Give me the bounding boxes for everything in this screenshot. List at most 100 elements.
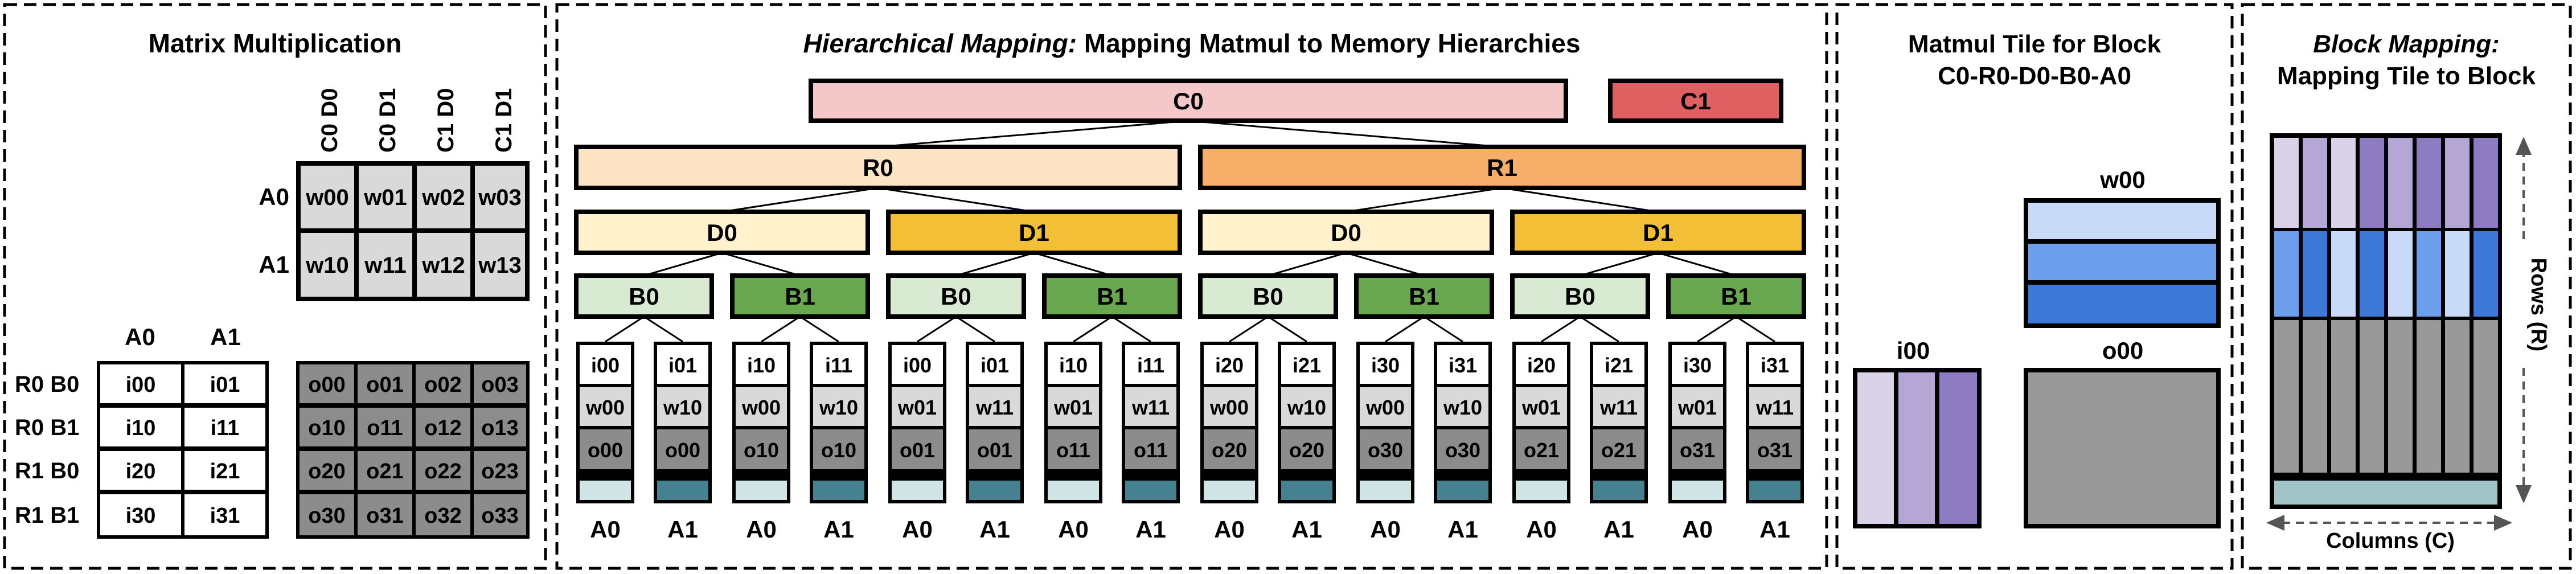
- weight-cell: [359, 166, 412, 228]
- tile-i-col: [1898, 372, 1935, 524]
- tile-weight-cell: [580, 387, 631, 426]
- level-b-node-label: B1: [1721, 283, 1751, 310]
- tile-w-row: [2028, 203, 2216, 239]
- level-r-node-box: [574, 145, 1182, 190]
- weight-cell: [301, 233, 354, 297]
- panel-frames: [3, 3, 2572, 570]
- tile-weight-cell: [1204, 387, 1255, 426]
- level-b-node-label: B0: [941, 283, 971, 310]
- block-output-column: [2274, 320, 2299, 473]
- block-input-column: [2360, 138, 2384, 228]
- tile-strip: [1360, 481, 1411, 500]
- tile-strip: [1048, 481, 1099, 500]
- cols-label: Columns (C): [2326, 529, 2455, 553]
- output-cell-label: o30: [308, 504, 345, 528]
- output-cell: [358, 451, 412, 490]
- output-cell: [474, 364, 526, 403]
- input-row-label: R0 B0: [15, 372, 79, 397]
- input-matrix: i00 i01 i10 i11 i20 i21 i30 i31: [97, 361, 269, 539]
- tile-input-label: i20: [1215, 354, 1244, 377]
- tile-weight-label: w11: [1599, 396, 1638, 419]
- tile-weight-cell: [1360, 387, 1411, 426]
- output-cell: [416, 494, 470, 535]
- tile-weight-label: w10: [663, 396, 702, 419]
- tile-input-label: i21: [1293, 354, 1321, 377]
- tile-strip: [1437, 481, 1488, 500]
- output-cell-label: o20: [308, 460, 345, 483]
- tile-output-cell: [1593, 429, 1644, 469]
- input-cell-label: i01: [210, 373, 240, 397]
- output-cell-label: o12: [424, 416, 461, 440]
- tile-weight-label: w11: [975, 396, 1014, 419]
- tree-connector: [1111, 315, 1151, 343]
- block-input-column: [2417, 138, 2441, 228]
- tree-connector: [1268, 315, 1307, 343]
- level-b-node-box: [1510, 273, 1650, 319]
- tile-weight-label: w01: [897, 396, 937, 419]
- tree-connector: [799, 315, 839, 343]
- tile-a-label: A1: [1603, 516, 1634, 543]
- level-c-node-box: [1608, 79, 1783, 123]
- tile-output-cell: [969, 429, 1020, 469]
- tile-weight-label: w00: [741, 396, 781, 419]
- tree-connector: [877, 187, 1035, 213]
- tile-weight-cell: [813, 387, 864, 426]
- tile-a-label: A0: [1058, 516, 1089, 543]
- panel-tile: Matmul Tile for Block C0-R0-D0-B0-A0 w00…: [1853, 30, 2221, 528]
- tile-a-label: A0: [902, 516, 933, 543]
- level-d-node-box: [1198, 210, 1494, 255]
- weight-cell: [301, 166, 354, 228]
- tile-output-cell: [1281, 429, 1332, 469]
- block-weight-column: [2474, 231, 2498, 317]
- panel-block-frame: [2241, 3, 2572, 570]
- input-col-label: A0: [125, 323, 155, 350]
- tile-strip: [1672, 481, 1723, 500]
- tile-input-label: i10: [747, 354, 776, 377]
- output-cell: [300, 451, 354, 490]
- output-matrix: o00 o01 o02 o03 o10 o11 o12 o13 o20 o21 …: [296, 361, 530, 539]
- input-cell-label: i00: [126, 373, 156, 397]
- tree-connector: [917, 315, 957, 343]
- tile-input-cell: [1749, 345, 1800, 384]
- level-d-node-box: [886, 210, 1182, 255]
- tile-input-cell: [1672, 345, 1723, 384]
- panel-hier-frame: [555, 3, 1828, 570]
- tile-output-label: o00: [588, 438, 623, 462]
- block-subtitle: Mapping Tile to Block: [2277, 62, 2536, 90]
- tile-input-label: i21: [1605, 354, 1633, 377]
- input-cell-label: i10: [126, 416, 156, 440]
- input-cell-label: i31: [210, 504, 240, 528]
- block-weight-column: [2388, 231, 2413, 317]
- tree-connector: [1697, 315, 1737, 343]
- input-row-label: R1 B1: [15, 503, 79, 528]
- hier-title: Hierarchical Mapping: Mapping Matmul to …: [803, 28, 1581, 58]
- tile-output-label: o11: [1134, 438, 1168, 462]
- tile-weight-cell: [1516, 387, 1567, 426]
- weight-cell-label: w02: [421, 185, 465, 210]
- tile-strip: [813, 481, 864, 500]
- tree-connector: [1580, 315, 1619, 343]
- block-output-column: [2474, 320, 2498, 473]
- tile-input-label: i10: [1059, 354, 1088, 377]
- tree-connector: [1229, 315, 1269, 343]
- tile-output-cell: [1437, 429, 1488, 469]
- input-col-label: A1: [210, 323, 241, 350]
- tile-strip: [657, 481, 708, 500]
- output-cell: [416, 451, 470, 490]
- tile-input-cell: [892, 345, 943, 384]
- tile-strip: [1281, 481, 1332, 500]
- tile-weight-label: w11: [1131, 396, 1170, 419]
- block-output-column: [2331, 320, 2356, 473]
- tree-connector: [1736, 315, 1775, 343]
- matrix-title: Matrix Multiplication: [149, 28, 402, 58]
- cols-arrow-head-left: [2266, 515, 2284, 531]
- tree-connector: [643, 252, 723, 277]
- level-b-node-box: [1198, 273, 1338, 319]
- tile-weight-cell: [1281, 387, 1332, 426]
- tile-weight-label: w01: [1521, 396, 1561, 419]
- weight-cell: [475, 166, 525, 228]
- block-input-column: [2303, 138, 2327, 228]
- tree-connector: [955, 315, 995, 343]
- tile-input-label: i11: [1137, 354, 1164, 377]
- tile-output-cell: [580, 429, 631, 469]
